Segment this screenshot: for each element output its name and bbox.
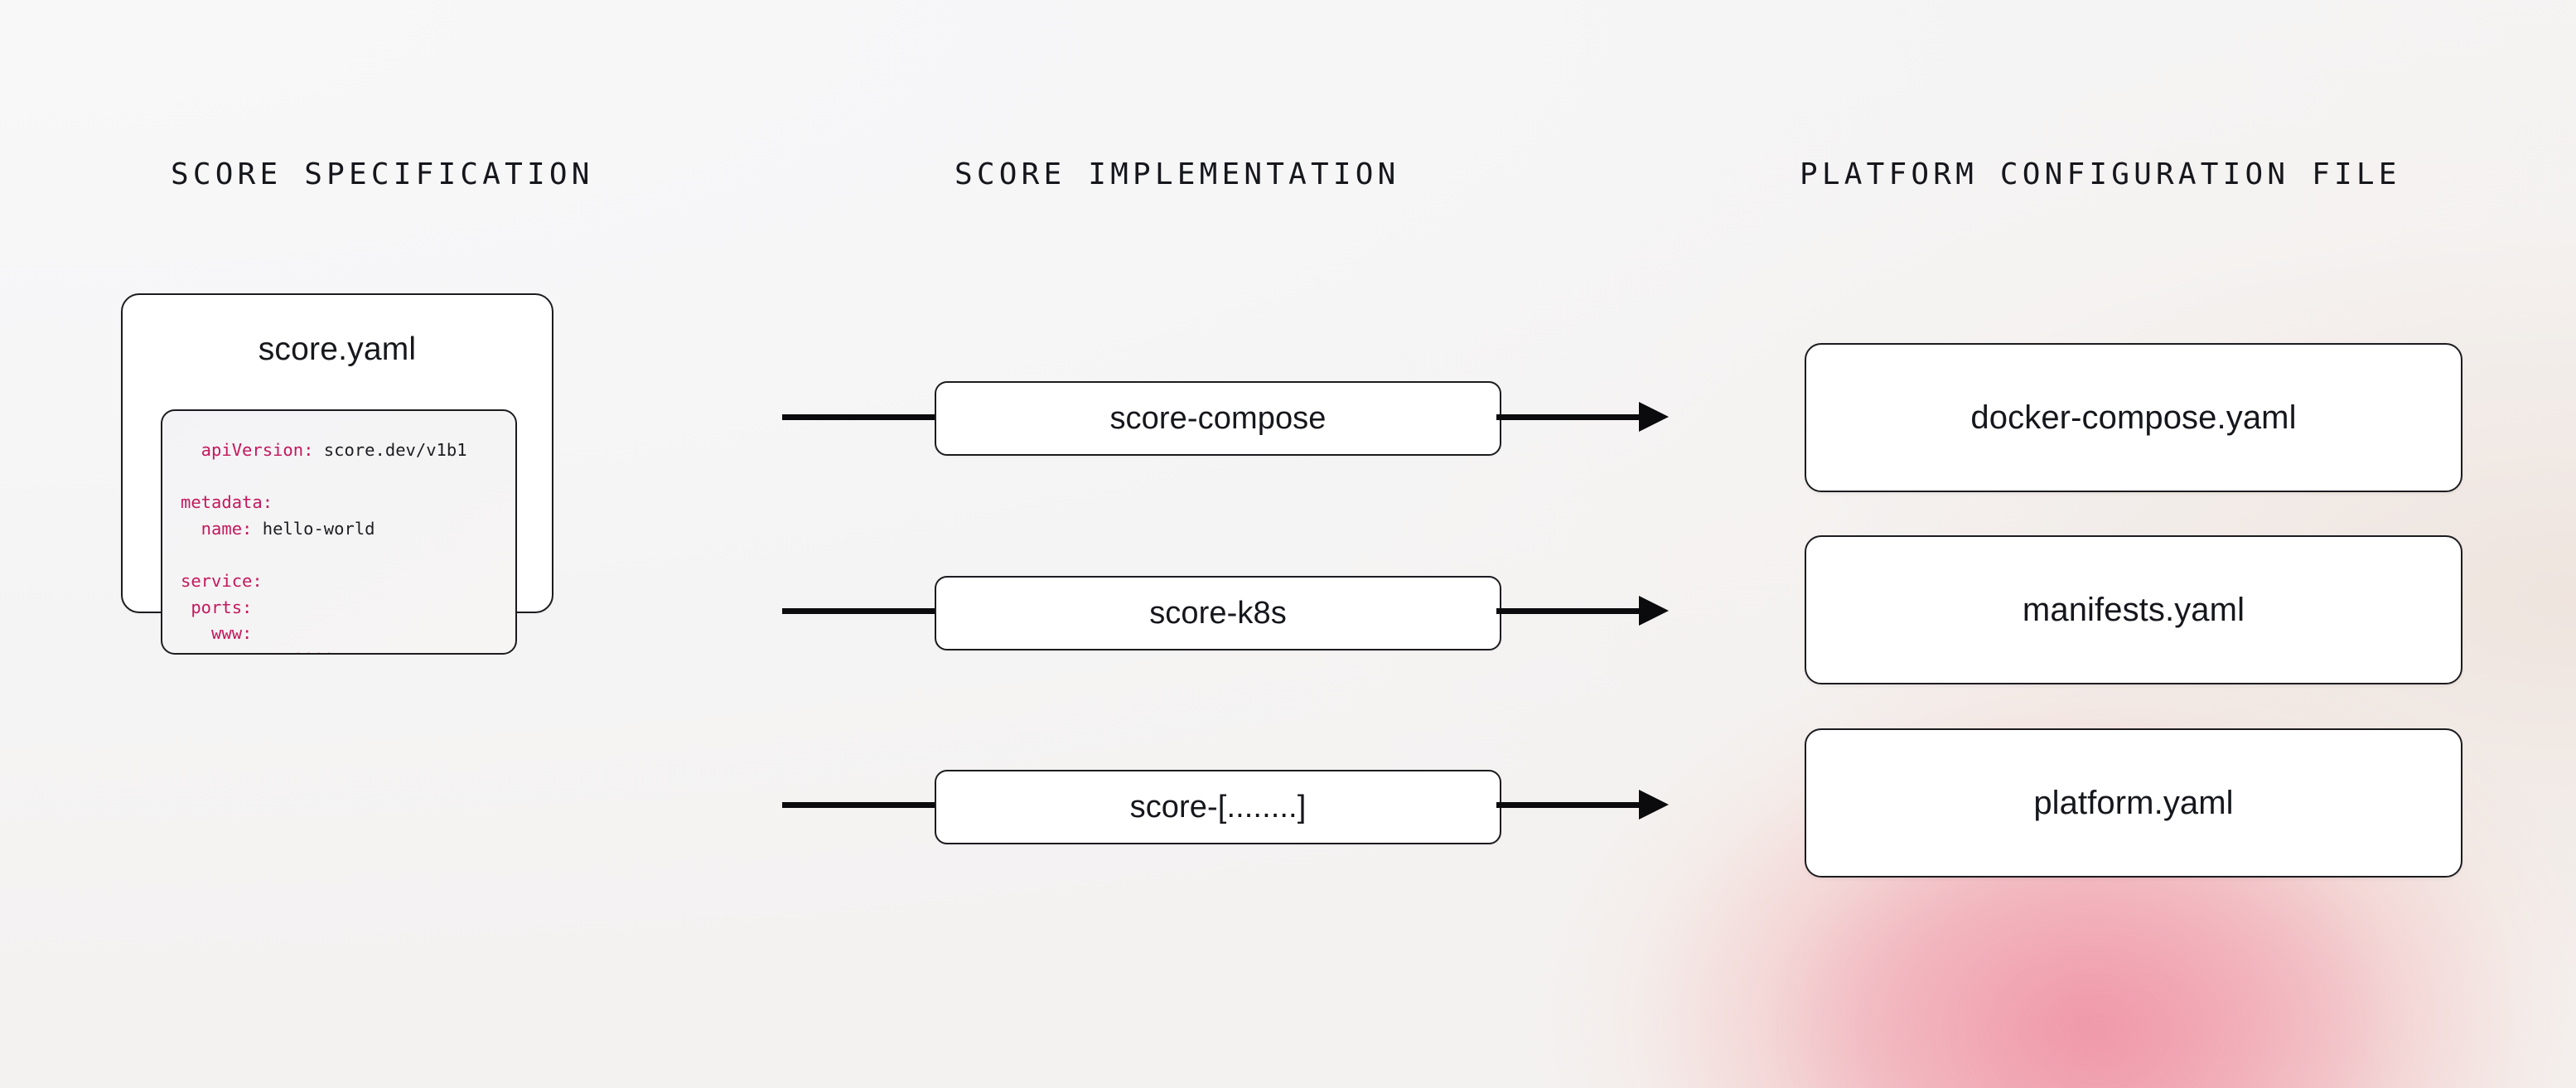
heading-score-implementation: SCORE IMPLEMENTATION [955, 157, 1400, 191]
impl-label-2: score-k8s [1149, 595, 1287, 631]
platform-box-manifests[interactable]: manifests.yaml [1805, 535, 2462, 684]
impl-label-3: score-[........] [1129, 789, 1307, 824]
arrow-head-icon-2 [1639, 596, 1669, 626]
connector-line-out-1 [1496, 414, 1644, 420]
impl-box-score-generic[interactable]: score-[........] [935, 770, 1501, 844]
impl-label-1: score-compose [1109, 400, 1327, 436]
heading-platform-configuration-file: PLATFORM CONFIGURATION FILE [1800, 157, 2401, 191]
impl-box-score-k8s[interactable]: score-k8s [935, 576, 1501, 650]
connector-line-in-2 [782, 608, 938, 614]
connector-line-out-2 [1496, 608, 1644, 614]
arrow-head-icon-3 [1639, 790, 1669, 820]
connector-line-in-1 [782, 414, 938, 420]
platform-label-1: docker-compose.yaml [1970, 399, 2297, 436]
platform-label-3: platform.yaml [2033, 784, 2234, 821]
connector-line-in-3 [782, 802, 938, 808]
heading-score-specification: SCORE SPECIFICATION [171, 157, 594, 191]
connector-line-out-3 [1496, 802, 1644, 808]
platform-label-2: manifests.yaml [2022, 591, 2245, 628]
arrow-head-icon-1 [1639, 402, 1669, 432]
impl-box-score-compose[interactable]: score-compose [935, 381, 1501, 456]
platform-box-docker-compose[interactable]: docker-compose.yaml [1805, 343, 2462, 492]
score-yaml-title: score.yaml [258, 331, 417, 367]
platform-box-platform-yaml[interactable]: platform.yaml [1805, 728, 2462, 878]
